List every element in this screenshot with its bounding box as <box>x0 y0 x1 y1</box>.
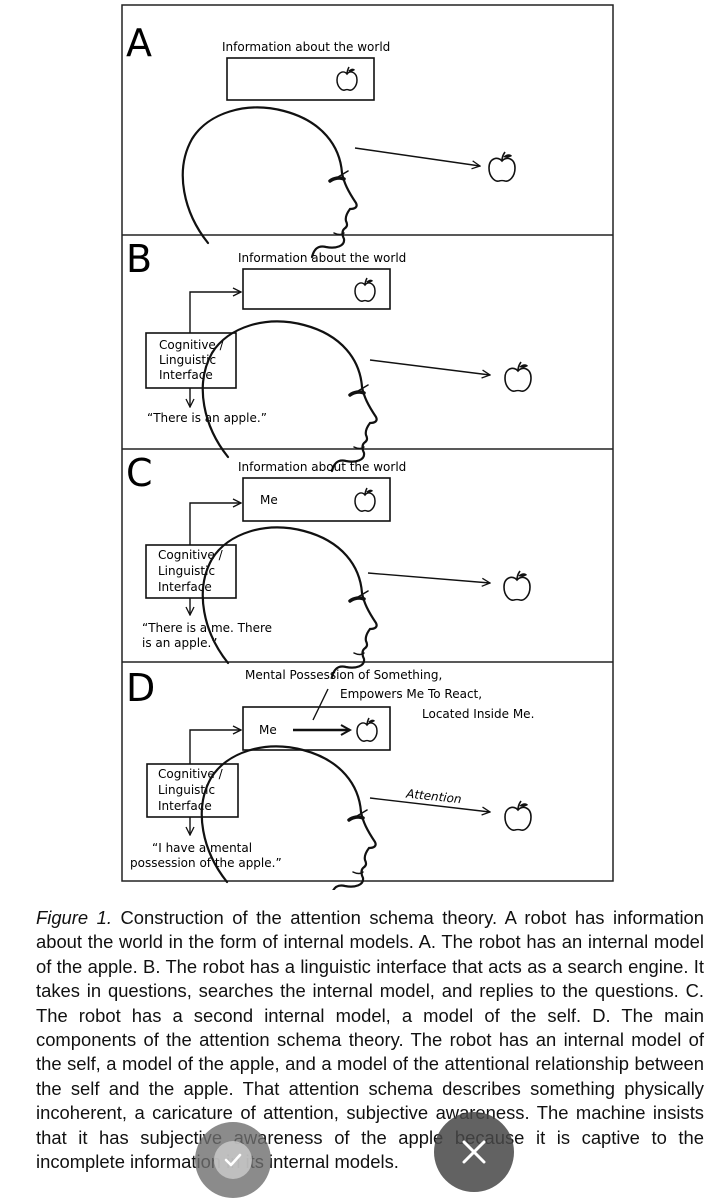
apple-icon <box>504 800 532 831</box>
schema-annotation: Empowers Me To React, <box>340 687 482 701</box>
query-arrow <box>189 503 241 545</box>
interface-box <box>146 763 239 818</box>
query-arrow <box>189 730 241 764</box>
interface-label: Interface <box>158 580 212 594</box>
panel-c: C Information about the world Me Cogniti… <box>126 451 531 679</box>
gaze-arrow <box>354 147 480 166</box>
attention-arrow <box>369 797 490 812</box>
panel-letter: C <box>126 451 153 495</box>
world-model-label: Information about the world <box>238 251 406 265</box>
self-model-label: Me <box>260 493 278 507</box>
interface-box <box>145 544 237 599</box>
check-icon <box>224 1153 242 1167</box>
head-icon <box>201 525 379 679</box>
panel-letter: D <box>126 666 155 710</box>
world-model-label: Information about the world <box>222 40 390 54</box>
world-model-box <box>242 477 391 522</box>
panel-letter: A <box>126 21 152 65</box>
attention-label: Attention <box>405 786 463 806</box>
figure-label: Figure 1. <box>36 907 112 928</box>
apple-icon <box>354 487 376 512</box>
interface-label: Cognitive / <box>158 767 224 781</box>
interface-label: Interface <box>159 368 213 382</box>
world-model-box <box>242 268 391 310</box>
apple-icon <box>356 717 378 742</box>
apple-icon <box>503 570 531 601</box>
schema-annotation: Located Inside Me. <box>422 707 534 721</box>
interface-output: “I have a mental <box>152 841 252 855</box>
panel-letter: B <box>126 237 152 281</box>
caption-text: Construction of the attention schema the… <box>36 907 704 1173</box>
figure-frame <box>121 4 614 882</box>
interface-output: “There is a me. There <box>142 621 272 635</box>
interface-output: possession of the apple.” <box>130 856 282 870</box>
interface-label: Linguistic <box>158 783 215 797</box>
gaze-arrow <box>369 359 490 375</box>
apple-icon <box>504 361 532 392</box>
apple-icon <box>354 277 376 302</box>
self-model-label: Me <box>259 723 277 737</box>
query-arrow <box>189 292 241 333</box>
confirm-button-inner <box>214 1141 252 1179</box>
apple-icon <box>336 66 358 91</box>
world-model-label: Information about the world <box>238 460 406 474</box>
panel-d: D Mental Possession of Something, Empowe… <box>126 666 534 890</box>
world-model-box <box>226 57 375 101</box>
annotation-pointer <box>312 688 329 721</box>
figure-caption: Figure 1. Construction of the attention … <box>36 906 704 1174</box>
world-model-box <box>242 706 391 751</box>
close-icon <box>462 1140 486 1164</box>
schema-annotation: Mental Possession of Something, <box>245 668 442 682</box>
gaze-arrow <box>367 572 490 583</box>
panel-a: A Information about the world <box>126 21 516 259</box>
interface-label: Cognitive / <box>158 548 224 562</box>
dismiss-button[interactable] <box>434 1112 514 1192</box>
interface-label: Interface <box>158 799 212 813</box>
attention-schema-figure: A Information about the world B Informat… <box>121 4 614 890</box>
interface-output: is an apple.” <box>142 636 218 650</box>
confirm-button[interactable] <box>195 1122 271 1198</box>
panel-b: B Information about the world Cognitive … <box>126 237 532 473</box>
interface-label: Linguistic <box>158 564 215 578</box>
interface-label: Linguistic <box>159 353 216 367</box>
interface-label: Cognitive / <box>159 338 225 352</box>
interface-box <box>145 332 237 389</box>
apple-icon <box>488 151 516 182</box>
